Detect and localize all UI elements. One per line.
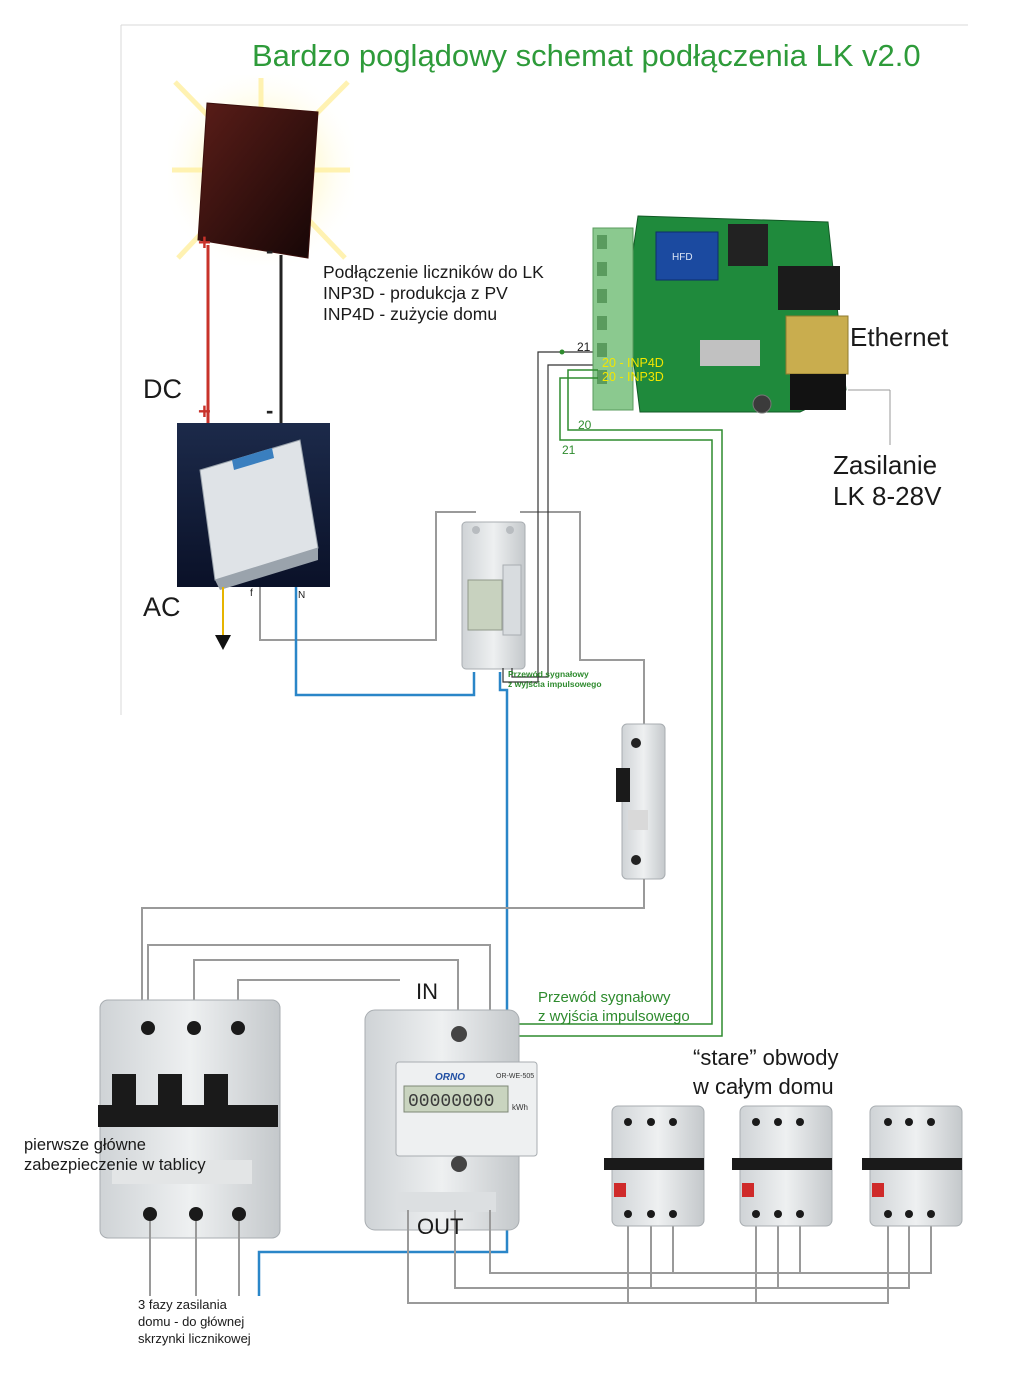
lk-note-line-2: INP3D - produkcja z PV — [323, 283, 508, 303]
meter-out-label: OUT — [417, 1214, 464, 1239]
panel-plus-label: + — [198, 230, 211, 255]
meter-in-label: IN — [416, 979, 438, 1004]
wire-21-label: 21 — [562, 443, 576, 457]
big-signal-line-2: z wyjścia impulsowego — [538, 1008, 690, 1025]
lk-note-line-3: INP4D - zużycie domu — [323, 304, 498, 324]
production-meter — [461, 521, 526, 670]
three-phase-line-3: skrzynki licznikowej — [138, 1331, 251, 1346]
meter-unit: kWh — [512, 1103, 528, 1112]
diagram-title: Bardzo poglądowy schemat podłączenia LK … — [252, 38, 921, 73]
solar-panel — [168, 75, 354, 265]
meter-display: 00000000 — [408, 1092, 494, 1112]
dc-label: DC — [143, 374, 182, 404]
inverter-n-label: N — [298, 590, 306, 601]
ac-label: AC — [143, 592, 181, 622]
relay-label: HFD — [672, 252, 693, 263]
old-circuits-line-2: w całym domu — [693, 1074, 834, 1099]
three-phase-line-2: domu - do głównej — [138, 1314, 245, 1329]
old-circuits-line-1: “stare” obwody — [693, 1045, 839, 1070]
main-breaker-line-1: pierwsze główne — [24, 1136, 146, 1154]
lk-note-line-1: Podłączenie liczników do LK — [323, 262, 544, 282]
three-phase-line-1: 3 fazy zasilania — [138, 1297, 227, 1312]
meter-model: OR-WE-505 — [496, 1073, 534, 1080]
inverter-minus-label: - — [266, 398, 274, 423]
inverter-f-label: f — [250, 588, 253, 599]
main-breaker-line-2: zabezpieczenie w tablicy — [24, 1156, 206, 1174]
pin-20-inp3d-label: 20 - INP3D — [602, 370, 664, 384]
lk-board: HFD — [592, 215, 849, 414]
main-three-pole-breaker — [98, 999, 281, 1239]
meter-brand: ORNO — [435, 1072, 465, 1083]
inverter-plus-label: + — [198, 399, 211, 424]
small-signal-line-2: z wyjścia impulsowego — [508, 679, 602, 689]
single-pole-breaker — [616, 723, 666, 880]
ethernet-label: Ethernet — [850, 322, 949, 352]
power-label-line-1: Zasilanie — [833, 450, 938, 480]
wire-20-label: 20 — [578, 418, 592, 432]
old-circuit-breaker-2 — [732, 1105, 833, 1227]
pin-21-label: 21 — [577, 340, 591, 354]
pin-20-inp4d-label: 20 - INP4D — [602, 356, 664, 370]
old-circuit-breaker-1 — [604, 1105, 705, 1227]
old-circuit-breaker-3 — [862, 1105, 963, 1227]
big-signal-line-1: Przewód sygnałowy — [538, 989, 671, 1006]
inverter — [177, 423, 330, 590]
small-signal-line-1: Przewód sygnałowy — [508, 669, 589, 679]
panel-minus-label: - — [266, 238, 274, 263]
house-meter: ORNO OR-WE-505 00000000 kWh — [364, 1009, 538, 1231]
power-label-line-2: LK 8-28V — [833, 481, 942, 511]
